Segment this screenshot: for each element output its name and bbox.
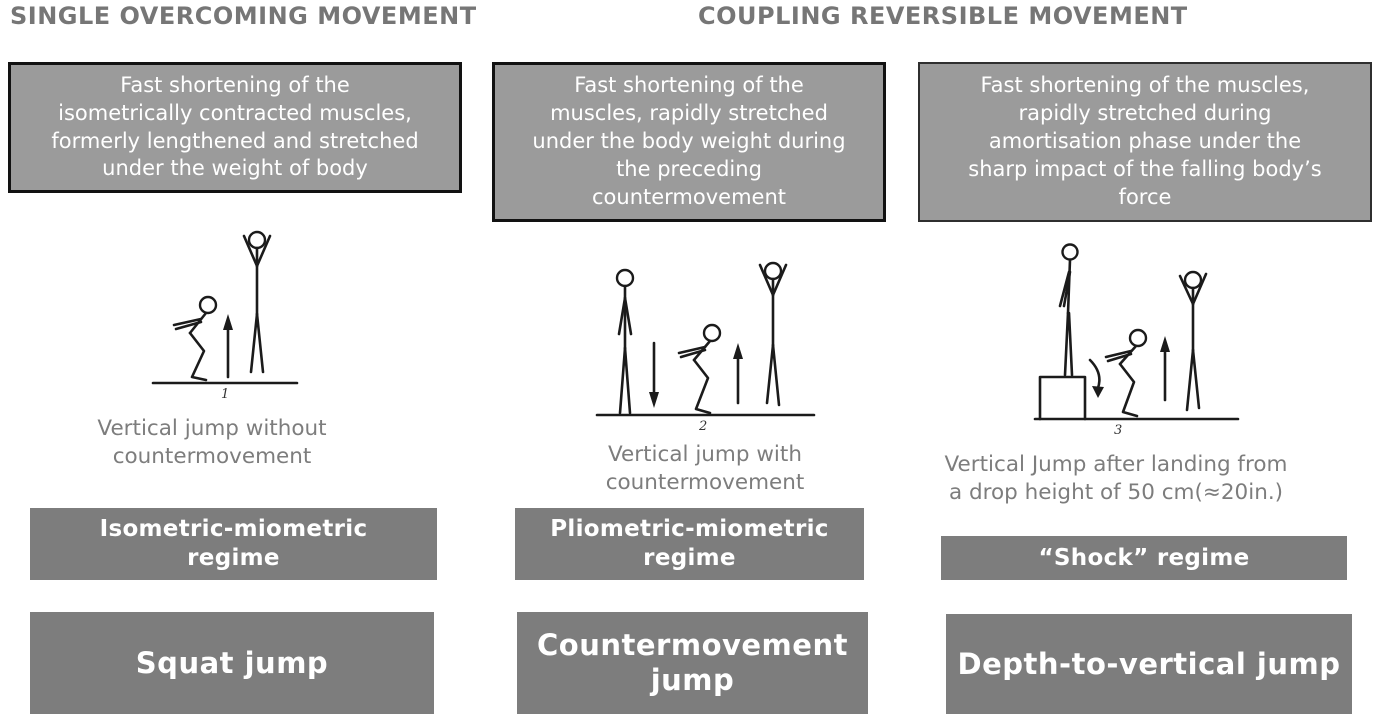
standing-stick-figure <box>615 268 635 415</box>
standing-on-box-stick-figure <box>1058 243 1079 377</box>
jump-name-box-countermovement-jump: Countermovement jump <box>517 612 868 714</box>
caption-depth-jump: Vertical Jump after landing from a drop … <box>944 452 1288 505</box>
description-box-squat-jump: Fast shortening of the isometrically con… <box>8 62 462 193</box>
description-box-depth-jump: Fast shortening of the muscles, rapidly … <box>918 62 1372 222</box>
jump-name-box-squat-jump: Squat jump <box>30 612 434 714</box>
section-title-coupling-reversible: COUPLING REVERSIBLE MOVEMENT <box>698 2 1188 30</box>
up-arrow-icon <box>223 314 233 379</box>
caption-squat-jump: Vertical jump without countermovement <box>97 416 327 469</box>
crouched-stick-figure <box>1104 328 1148 418</box>
section-title-single-overcoming: SINGLE OVERCOMING MOVEMENT <box>10 2 477 30</box>
squat-jump-illustration: 1 <box>151 230 299 402</box>
jump-name-box-depth-to-vertical-jump: Depth-to-vertical jump <box>946 614 1352 714</box>
regime-box-pliometric-miometric: Pliometric-miometric regime <box>515 508 864 580</box>
platform-box <box>1038 375 1087 421</box>
description-box-countermovement-jump: Fast shortening of the muscles, rapidly … <box>492 62 886 222</box>
caption-countermovement-jump: Vertical jump with countermovement <box>605 442 805 495</box>
regime-box-shock: “Shock” regime <box>941 536 1347 580</box>
crouched-stick-figure <box>677 323 722 415</box>
crouched-stick-figure <box>172 295 218 382</box>
depth-jump-illustration: 3 <box>1033 243 1240 436</box>
standing-arms-up-stick-figure <box>758 261 788 407</box>
figure-number: 3 <box>1114 423 1122 436</box>
countermovement-jump-illustration: 2 <box>595 261 816 433</box>
up-arrow-icon <box>733 343 743 405</box>
drop-curve-arrow-icon <box>1088 358 1104 398</box>
regime-box-isometric-miometric: Isometric-miometric regime <box>30 508 437 580</box>
down-arrow-icon <box>649 341 659 408</box>
figure-number: 1 <box>221 387 229 402</box>
up-arrow-icon <box>1160 336 1170 402</box>
figure-number: 2 <box>698 419 707 433</box>
standing-arms-up-stick-figure <box>1178 270 1208 412</box>
standing-arms-up-stick-figure <box>242 230 272 374</box>
